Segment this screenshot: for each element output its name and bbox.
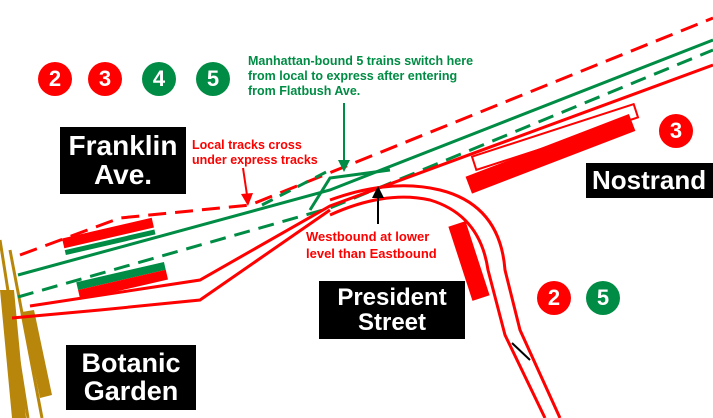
route-4-bullet: 4 (142, 62, 176, 96)
botanic-garden-platforms (0, 290, 52, 418)
route-5-bullet: 5 (196, 62, 230, 96)
switch-annotation: Manhattan-bound 5 trains switch here fro… (248, 54, 473, 98)
president-route-5-bullet: 5 (586, 281, 620, 315)
station-name-line: Ave. (93, 159, 153, 191)
route-3-bullet: 3 (88, 62, 122, 96)
annotation-line: under express tracks (192, 152, 318, 167)
annotation-line: Manhattan-bound 5 trains switch here (248, 54, 474, 68)
annotation-arrows (241, 103, 384, 224)
station-label-president-street: President Street (319, 281, 465, 340)
station-label-franklin-ave: Franklin Ave. (60, 127, 186, 194)
track-crossing-mark (511, 342, 531, 361)
station-name-line: President (337, 284, 447, 311)
route-2-bullet: 2 (38, 62, 72, 96)
nostrand-branch-tracks (329, 184, 562, 418)
nostrand-platforms (465, 102, 640, 194)
annotation-line: from Flatbush Ave. (248, 83, 361, 98)
franklin-platforms (62, 217, 168, 300)
nostrand-route-3-bullet: 3 (659, 114, 693, 148)
station-name-line: Street (357, 309, 427, 337)
annotation-line: from local to express after entering (248, 68, 458, 83)
annotation-line: Westbound at lower (306, 229, 430, 244)
president-street-platform (448, 221, 490, 301)
local-tracks (11, 16, 713, 320)
station-name-line: Garden (83, 376, 179, 407)
president-route-2-bullet: 2 (537, 281, 571, 315)
station-name-line: Nostrand (592, 165, 707, 195)
annotation-line: level than Eastbound (306, 245, 437, 261)
station-name-line: Botanic (81, 348, 181, 378)
flyover-connector (261, 168, 391, 211)
station-label-botanic-garden: Botanic Garden (66, 345, 196, 410)
level-annotation: Westbound at lower level than Eastbound (306, 229, 437, 263)
station-name-line: Franklin (68, 130, 178, 161)
annotation-line: Local tracks cross (192, 138, 302, 152)
station-label-nostrand: Nostrand (586, 163, 713, 199)
crossing-annotation: Local tracks cross under express tracks (192, 138, 318, 168)
express-tracks (17, 38, 713, 299)
